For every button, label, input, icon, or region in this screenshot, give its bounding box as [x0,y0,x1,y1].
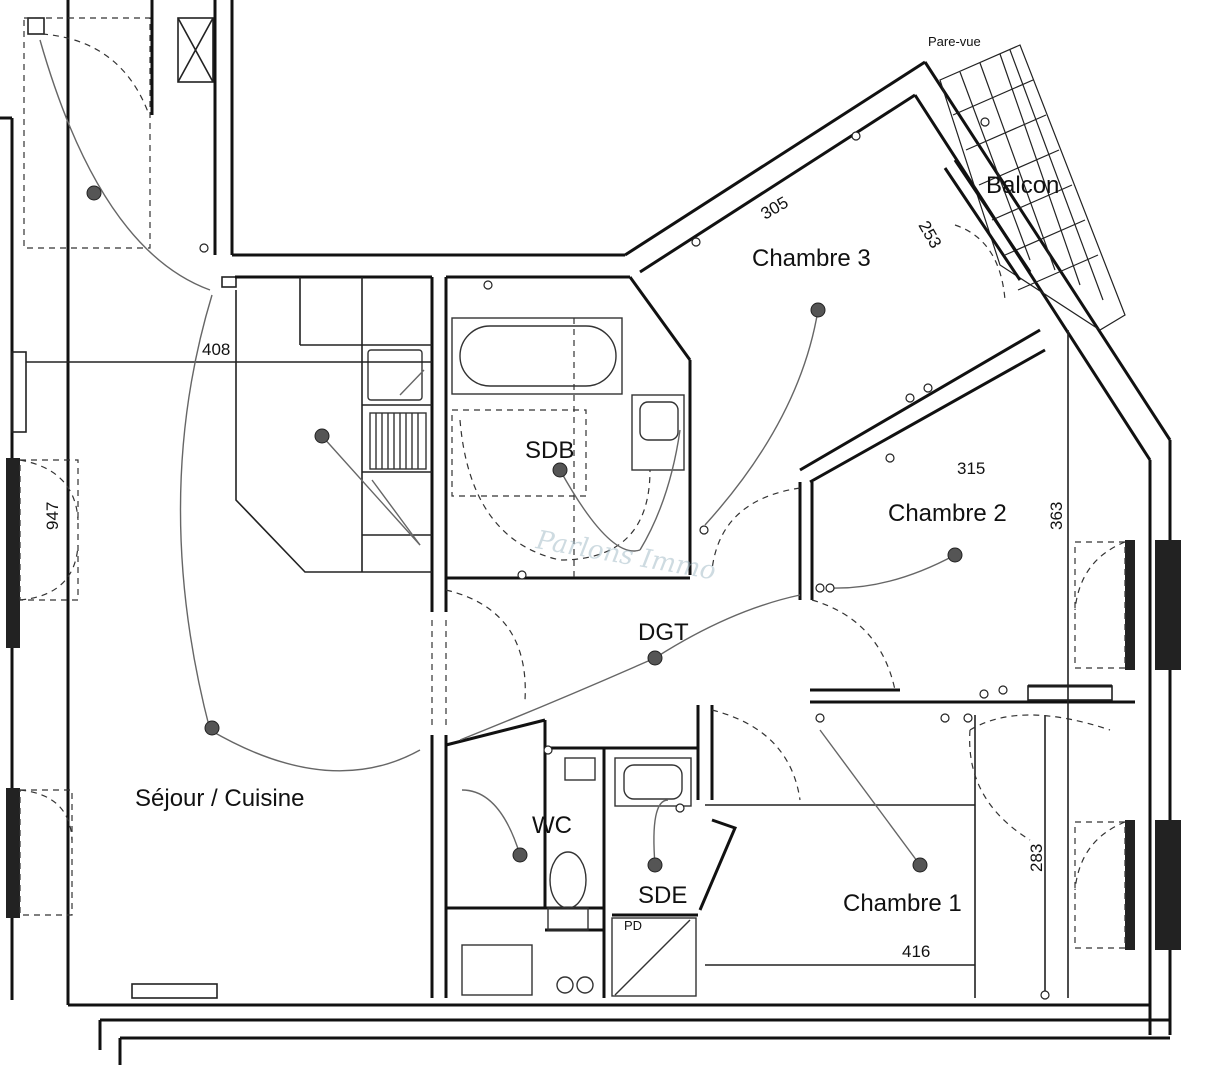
door-swings [19,33,1126,949]
dimension-chambre2-width: 315 [957,459,985,478]
room-label-chambre3: Chambre 3 [752,245,871,272]
dimension-sejour-depth: 947 [43,502,62,530]
light-points [86,185,963,873]
dimension-chambre3-depth: 253 [915,218,946,252]
balcony [939,44,1126,331]
fixtures [451,317,697,997]
dimension-chambre2-depth: 363 [1047,502,1066,530]
room-label-dgt: DGT [638,619,689,646]
dimension-sejour-width: 408 [202,340,230,359]
pd-label: PD [624,918,642,933]
outlets [199,117,1050,1000]
room-label-sejour: Séjour / Cuisine [135,785,304,812]
room-label-wc: WC [532,812,572,839]
dimension-chambre3-width: 305 [758,193,792,224]
room-label-balcon: Balcon [986,172,1059,199]
room-label-sde: SDE [638,882,687,909]
outer-walls [0,0,1172,1065]
room-label-sdb: SDB [525,437,574,464]
pare-vue-label: Pare-vue [928,34,981,49]
dimension-chambre1-depth: 283 [1027,844,1046,872]
dimension-chambre1-width: 416 [902,942,930,961]
electrical-wiring [39,39,956,866]
room-label-chambre1: Chambre 1 [843,890,962,917]
windows [6,458,1181,950]
room-label-chambre2: Chambre 2 [888,500,1007,527]
